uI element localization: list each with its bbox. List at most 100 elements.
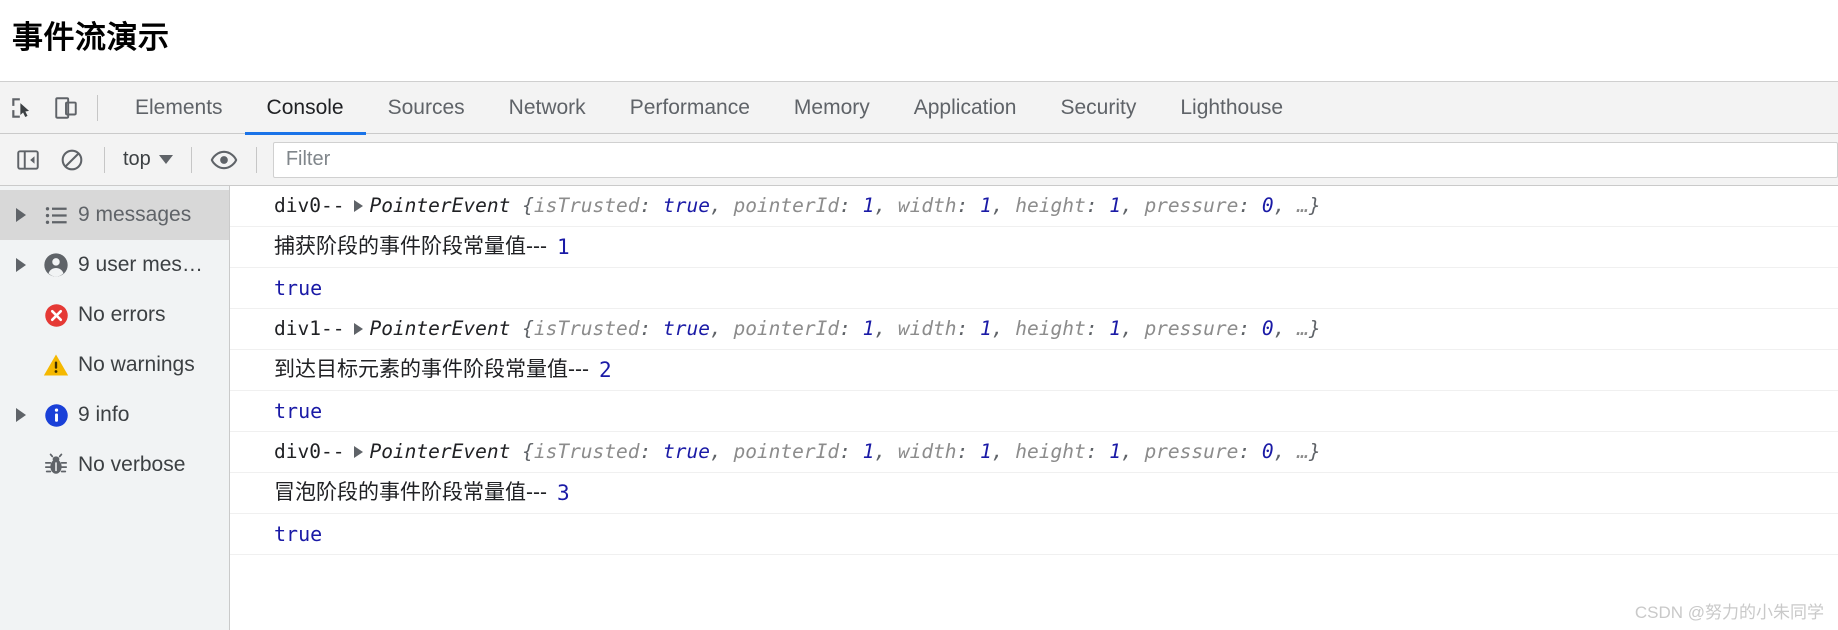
prop-value: 1 [862,440,875,463]
ellipsis[interactable]: … [1297,317,1309,340]
console-body: 9 messages 9 user mes… [0,186,1838,630]
prop-key: isTrusted [533,194,640,217]
prop-key: pressure [1144,440,1239,463]
watermark: CSDN @努力的小朱同学 [1634,603,1824,622]
prop-key: height [1015,440,1086,463]
prop-key: isTrusted [533,317,640,340]
sidebar-item-user-messages[interactable]: 9 user mes… [0,240,229,290]
console-message-row[interactable]: div0-- PointerEvent {isTrusted: true, po… [230,432,1838,473]
log-value: 2 [598,358,612,382]
prop-key: pressure [1144,317,1239,340]
sidebar-item-label: 9 messages [78,203,192,226]
object-name: PointerEvent [369,317,511,340]
prop-key: width [897,440,957,463]
tab-memory[interactable]: Memory [772,82,892,134]
tab-label: Console [266,95,344,119]
expand-object-icon[interactable] [354,446,364,458]
tab-label: Application [913,95,1017,119]
open-brace: { [522,194,534,217]
log-prefix: div1-- [274,317,345,340]
tab-console[interactable]: Console [244,82,366,135]
filter-input[interactable] [272,141,1838,178]
tab-performance[interactable]: Performance [608,82,772,134]
list-icon [34,202,78,229]
console-message-row[interactable]: div0-- PointerEvent {isTrusted: true, po… [230,186,1838,227]
execution-context-selector[interactable]: top [115,148,181,171]
prop-key: pointerId [733,317,840,340]
ellipsis[interactable]: … [1297,440,1309,463]
sidebar-item-verbose[interactable]: No verbose [0,440,229,490]
show-console-sidebar-icon[interactable] [6,140,50,180]
prop-key: height [1015,317,1086,340]
prop-value: true [663,194,710,217]
console-filter-toolbar: top [0,134,1838,186]
tab-security[interactable]: Security [1038,82,1158,134]
prop-value: true [663,317,710,340]
sidebar-item-messages[interactable]: 9 messages [0,190,229,240]
tab-sources[interactable]: Sources [366,82,487,134]
warning-icon [34,351,78,379]
toolbar-divider [255,146,257,173]
log-object: PointerEvent {isTrusted: true, pointerId… [369,317,1321,340]
log-text: 捕获阶段的事件阶段常量值--- [274,235,547,258]
log-boolean: true [274,276,323,300]
sidebar-item-errors[interactable]: No errors [0,290,229,340]
prop-value: 1 [862,194,875,217]
toolbar-divider [190,146,192,173]
bug-icon [34,452,78,478]
sidebar-item-warnings[interactable]: No warnings [0,340,229,390]
clear-console-icon[interactable] [50,140,94,180]
log-boolean: true [274,522,323,546]
prop-value: 0 [1261,440,1274,463]
inspect-element-icon[interactable] [0,88,44,128]
rendered-webpage-area: 事件流演示 [0,0,1838,82]
user-icon [34,251,78,279]
sidebar-item-label: No verbose [78,453,186,476]
prop-value: 1 [1109,440,1121,463]
prop-value: true [663,440,710,463]
prop-value: 0 [1261,194,1274,217]
tab-network[interactable]: Network [487,82,608,134]
tab-label: Security [1060,95,1137,119]
log-value: 3 [556,481,570,505]
log-value: 1 [556,235,570,259]
tab-label: Performance [629,95,750,119]
console-message-row[interactable]: true [230,514,1838,555]
log-prefix: div0-- [274,440,345,463]
tab-application[interactable]: Application [892,82,1039,134]
console-message-row[interactable]: 冒泡阶段的事件阶段常量值--- 3 [230,473,1838,514]
prop-value: 0 [1261,317,1274,340]
console-message-row[interactable]: 捕获阶段的事件阶段常量值--- 1 [230,227,1838,268]
live-expression-icon[interactable] [202,140,246,180]
console-message-row[interactable]: div1-- PointerEvent {isTrusted: true, po… [230,309,1838,350]
console-message-row[interactable]: 到达目标元素的事件阶段常量值--- 2 [230,350,1838,391]
close-brace: } [1308,317,1321,340]
log-text: 冒泡阶段的事件阶段常量值--- [274,481,547,504]
ellipsis[interactable]: … [1297,194,1309,217]
toolbar-divider [97,94,98,121]
expand-triangle-icon[interactable] [8,258,34,272]
expand-triangle-icon[interactable] [8,208,34,222]
tab-label: Sources [387,95,465,119]
console-message-row[interactable]: true [230,391,1838,432]
tab-lighthouse[interactable]: Lighthouse [1158,82,1305,134]
close-brace: } [1308,440,1321,463]
devtools-panel: Elements Console Sources Network Perform… [0,82,1838,630]
prop-key: pointerId [733,440,840,463]
device-toolbar-icon[interactable] [44,88,88,128]
prop-key: pressure [1144,194,1239,217]
expand-triangle-icon[interactable] [8,408,34,422]
sidebar-item-info[interactable]: 9 info [0,390,229,440]
console-sidebar: 9 messages 9 user mes… [0,186,230,630]
info-icon [34,402,78,429]
open-brace: { [522,440,534,463]
prop-key: width [897,194,957,217]
expand-object-icon[interactable] [354,200,364,212]
log-boolean: true [274,399,323,423]
console-message-row[interactable]: true [230,268,1838,309]
expand-object-icon[interactable] [354,323,364,335]
console-message-list[interactable]: div0-- PointerEvent {isTrusted: true, po… [230,186,1838,630]
devtools-tabbar: Elements Console Sources Network Perform… [0,82,1838,135]
tab-elements[interactable]: Elements [113,82,245,134]
